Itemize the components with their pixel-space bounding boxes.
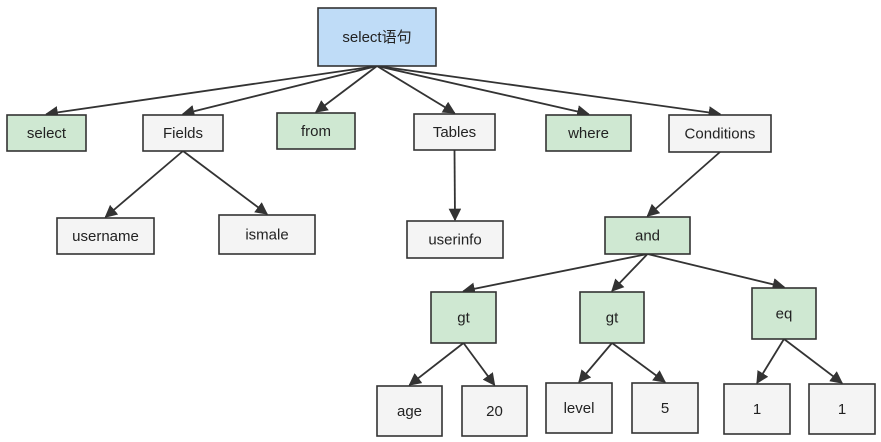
node-label: Fields — [163, 125, 203, 142]
nodes-layer: select语句 select Fields from Tables where Condi… — [6, 7, 876, 437]
tree-node-gt2: gt — [579, 291, 645, 344]
node-box — [142, 114, 224, 152]
tree-node-v5: 5 — [631, 382, 699, 434]
edge-and-to-gt1 — [462, 253, 648, 295]
tree-node-tables: Tables — [413, 113, 496, 151]
node-label: 5 — [661, 400, 669, 417]
tree-node-fields: Fields — [142, 114, 224, 152]
node-label: ismale — [245, 226, 288, 243]
node-label: userinfo — [428, 231, 481, 248]
node-box — [276, 112, 356, 150]
edge-root-to-tables — [376, 65, 456, 114]
node-box — [376, 385, 443, 437]
edge-fields-to-ismale — [182, 150, 269, 215]
node-box — [631, 382, 699, 434]
tree-node-select: select — [6, 114, 87, 152]
edge-root-to-where — [376, 65, 590, 118]
node-label: select语句 — [342, 29, 411, 46]
edge-gt1-to-v20 — [462, 342, 496, 387]
tree-node-conditions: Conditions — [668, 114, 772, 153]
edge-conditions-to-and — [646, 151, 721, 217]
edge-gt2-to-level — [578, 342, 613, 383]
edge-gt2-to-v5 — [611, 342, 667, 383]
edge-fields-to-username — [104, 150, 184, 218]
node-box — [723, 383, 791, 435]
edges-layer — [45, 65, 844, 387]
node-box — [579, 291, 645, 344]
edge-root-to-select — [45, 65, 378, 119]
tree-node-from: from — [276, 112, 356, 150]
node-box — [545, 114, 632, 152]
edge-tables-to-userinfo — [448, 149, 462, 222]
node-label: 20 — [486, 403, 503, 420]
tree-node-userinfo: userinfo — [406, 220, 504, 259]
node-label: age — [397, 403, 422, 420]
node-label: and — [635, 227, 660, 244]
tree-node-and: and — [604, 216, 691, 255]
node-label: from — [301, 123, 331, 140]
tree-node-level: level — [545, 382, 613, 434]
node-box — [604, 216, 691, 255]
node-label: level — [564, 400, 595, 417]
node-box — [808, 383, 876, 435]
edge-root-to-fields — [181, 65, 378, 118]
tree-node-one-a: 1 — [723, 383, 791, 435]
node-label: where — [567, 125, 609, 142]
node-box — [751, 287, 817, 340]
node-box — [668, 114, 772, 153]
tree-node-ismale: ismale — [218, 214, 316, 255]
node-box — [6, 114, 87, 152]
tree-node-where: where — [545, 114, 632, 152]
node-label: 1 — [753, 401, 761, 418]
edge-and-to-eq — [647, 253, 786, 291]
node-label: eq — [776, 305, 793, 322]
node-label: 1 — [838, 401, 846, 418]
tree-node-root: select语句 — [317, 7, 437, 67]
edge-root-to-conditions — [376, 65, 722, 119]
tree-node-username: username — [56, 217, 155, 255]
edge-root-to-from — [314, 65, 378, 113]
node-box — [406, 220, 504, 259]
node-box — [413, 113, 496, 151]
node-box — [461, 385, 528, 437]
node-label: Tables — [433, 124, 476, 141]
tree-node-v20: 20 — [461, 385, 528, 437]
tree-node-age: age — [376, 385, 443, 437]
node-box — [317, 7, 437, 67]
node-label: select — [27, 125, 67, 142]
node-box — [56, 217, 155, 255]
node-label: Conditions — [685, 125, 756, 142]
edge-eq-to-one-a — [756, 338, 785, 385]
node-box — [218, 214, 316, 255]
tree-node-eq: eq — [751, 287, 817, 340]
node-label: username — [72, 228, 139, 245]
node-box — [545, 382, 613, 434]
node-label: gt — [606, 309, 619, 326]
edge-gt1-to-age — [408, 342, 465, 386]
edge-and-to-gt2 — [611, 253, 649, 292]
node-label: gt — [457, 309, 470, 326]
node-box — [430, 291, 497, 344]
tree-node-gt1: gt — [430, 291, 497, 344]
edge-eq-to-one-b — [783, 338, 844, 384]
tree-node-one-b: 1 — [808, 383, 876, 435]
